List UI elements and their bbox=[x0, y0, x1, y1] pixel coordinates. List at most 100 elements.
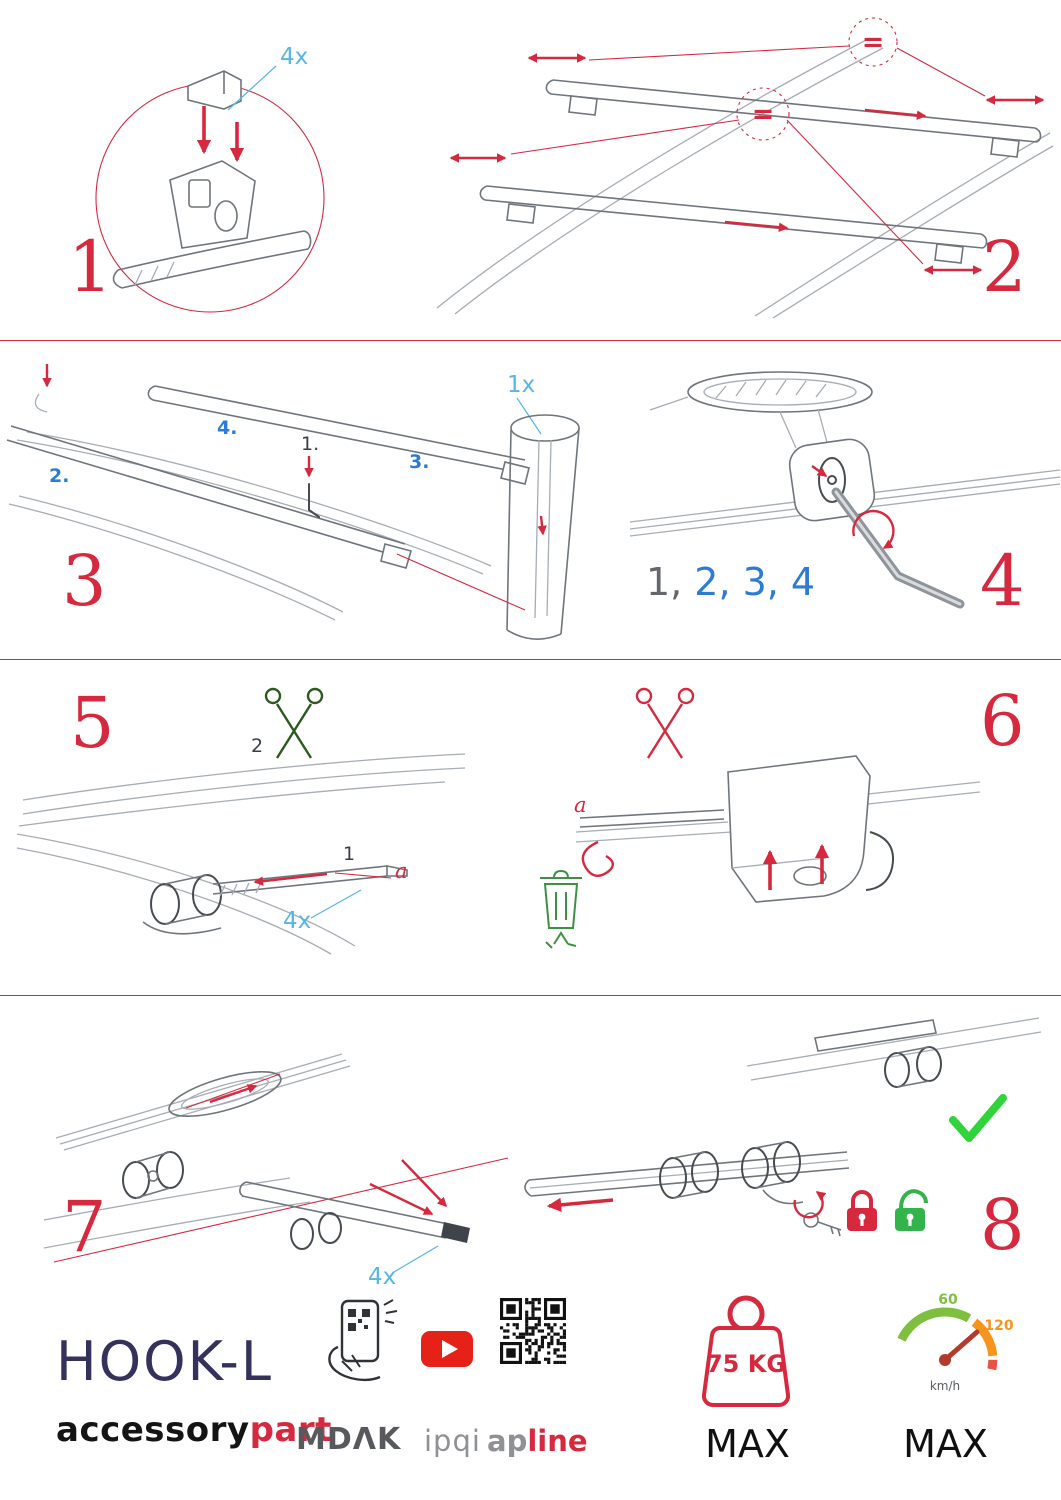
lock-closed-icon bbox=[847, 1190, 877, 1231]
strap bbox=[212, 865, 408, 897]
bar-opening bbox=[168, 1071, 282, 1117]
logo-apline: apline bbox=[487, 1424, 588, 1458]
slot-step-label: 1 bbox=[343, 843, 355, 865]
lock-rotate-arrow bbox=[793, 1191, 827, 1219]
roof-rails bbox=[436, 37, 1054, 319]
roof-and-rail bbox=[16, 753, 466, 955]
strap-a-label: a bbox=[574, 793, 587, 817]
trash-icon bbox=[540, 869, 582, 949]
weight-limit-icon: 75 KG bbox=[701, 1295, 791, 1408]
rail-mounted-check bbox=[746, 1017, 1042, 1088]
sequence-steps-blue: 2, 3, 4 bbox=[694, 560, 816, 604]
scissors-icon bbox=[635, 687, 695, 759]
sequence-step-gray: 1, bbox=[646, 560, 683, 604]
pull-arrow bbox=[253, 872, 328, 886]
foot-bracket bbox=[727, 755, 894, 903]
key-icon bbox=[803, 1212, 842, 1237]
clamp bbox=[122, 1151, 184, 1199]
step-5-number: 5 bbox=[70, 682, 115, 764]
cut-step-label: 2 bbox=[251, 735, 263, 757]
qty-label: 4x bbox=[280, 44, 308, 70]
step-5-illustration: 2 1 a 4x bbox=[16, 687, 466, 955]
slide-arrow bbox=[864, 108, 927, 120]
section-divider bbox=[0, 995, 1061, 996]
step-2-number: 2 bbox=[982, 226, 1027, 308]
step-6-illustration: a bbox=[540, 687, 981, 949]
crossbar-rear bbox=[147, 385, 530, 485]
step-8-number: 8 bbox=[980, 1184, 1025, 1266]
qty-label: 1x bbox=[507, 372, 535, 398]
fairing-cone bbox=[506, 414, 580, 640]
order-label-2: 2. bbox=[49, 465, 69, 487]
step-6-number: 6 bbox=[980, 680, 1025, 762]
cap-arrow bbox=[401, 1159, 447, 1208]
lock-open-icon bbox=[895, 1189, 928, 1231]
equal-badge bbox=[736, 87, 790, 141]
step-4-illustration bbox=[629, 371, 1061, 609]
qty-leader-line bbox=[310, 889, 362, 919]
brand-part-2: part bbox=[249, 1410, 332, 1450]
brand-logo: accessorypart bbox=[56, 1410, 332, 1450]
step-3-number: 3 bbox=[62, 540, 107, 622]
clamp bbox=[142, 874, 222, 935]
slide-arrow bbox=[546, 1197, 614, 1213]
logo-ipqi: ipqi bbox=[424, 1424, 481, 1458]
step-1-illustration: 4x bbox=[95, 44, 325, 313]
section-divider bbox=[0, 340, 1061, 341]
step-4-number: 4 bbox=[980, 540, 1025, 622]
rotate-arrow bbox=[852, 509, 895, 550]
order-label-1: 1. bbox=[301, 433, 319, 455]
step-3-illustration: 2. 4. 3. 1. 1x bbox=[6, 364, 580, 640]
crossbar-front bbox=[6, 425, 412, 569]
roof-rails bbox=[8, 431, 492, 621]
cap-arrow bbox=[369, 1182, 434, 1216]
speed-max-label: MAX bbox=[903, 1422, 988, 1466]
bar-top-view bbox=[649, 371, 873, 449]
logo-mdak: MDΛK bbox=[296, 1422, 402, 1457]
scissors-icon bbox=[264, 687, 324, 759]
weight-max-label: MAX bbox=[705, 1422, 790, 1466]
clamp bbox=[788, 438, 876, 522]
qty-label: 4x bbox=[368, 1264, 396, 1290]
qty-label: 4x bbox=[283, 908, 311, 934]
qr-code bbox=[500, 1298, 566, 1364]
phone-qr-icon bbox=[328, 1299, 398, 1382]
cut-offcut-curl bbox=[581, 840, 614, 877]
equal-sign: = bbox=[862, 27, 885, 58]
clamp-detail bbox=[112, 70, 312, 289]
speed-60-label: 60 bbox=[938, 1292, 958, 1308]
equal-sign: = bbox=[752, 99, 775, 130]
crossbar-rear bbox=[545, 79, 1042, 158]
brand-part-1: accessory bbox=[56, 1410, 250, 1450]
qty-leader-line bbox=[393, 1245, 439, 1273]
speed-120-label: 120 bbox=[984, 1318, 1013, 1334]
bar-end-cap bbox=[239, 1181, 470, 1250]
logo-line: line bbox=[527, 1424, 588, 1458]
logo-ap: ap bbox=[487, 1424, 528, 1458]
engage-arrow bbox=[811, 465, 828, 477]
speed-unit-label: km/h bbox=[930, 1379, 960, 1393]
equal-badge bbox=[848, 17, 898, 67]
step-8-illustration bbox=[524, 1017, 1042, 1237]
section-divider bbox=[0, 659, 1061, 660]
strap-cut bbox=[579, 809, 725, 828]
speedometer-icon: 60 120 km/h bbox=[897, 1292, 1014, 1393]
step-1-number: 1 bbox=[68, 226, 113, 308]
order-label-4: 4. bbox=[217, 417, 237, 439]
qty-leader-line bbox=[227, 65, 277, 111]
rail bbox=[575, 781, 981, 843]
needle bbox=[942, 1329, 980, 1363]
allen-key-icon bbox=[308, 483, 320, 518]
bar-with-clamps bbox=[524, 1141, 850, 1205]
slide-arrow bbox=[724, 220, 789, 232]
guide-line bbox=[53, 1157, 509, 1263]
torque-sequence: 1,2, 3, 4 bbox=[646, 560, 815, 604]
step-2-illustration: = = bbox=[436, 17, 1054, 319]
step-7-illustration: 4x bbox=[43, 1053, 509, 1290]
order-label-3: 3. bbox=[409, 451, 429, 473]
weight-value: 75 KG bbox=[706, 1350, 786, 1378]
youtube-icon bbox=[421, 1331, 473, 1367]
step-7-number: 7 bbox=[62, 1186, 107, 1268]
checkmark-icon bbox=[949, 1094, 1007, 1142]
strap-a-label: a bbox=[395, 859, 408, 883]
